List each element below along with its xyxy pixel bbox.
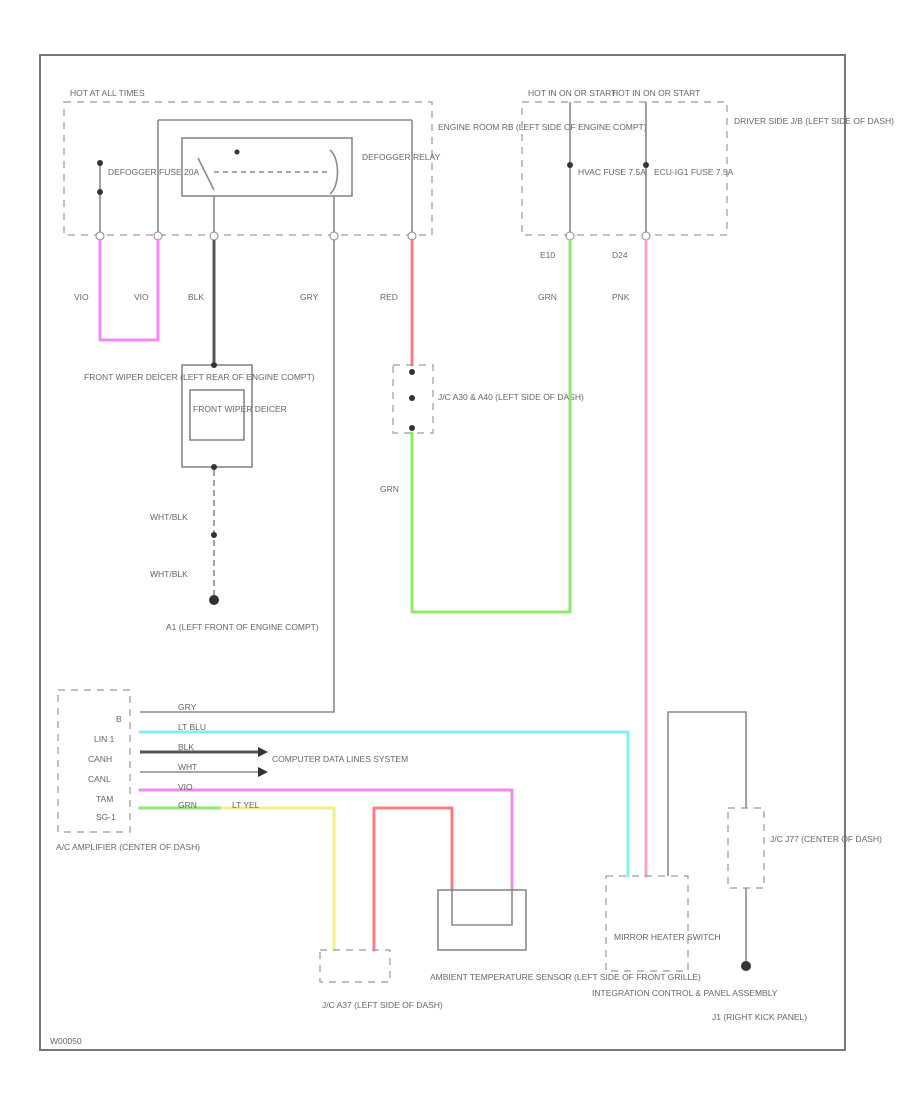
front-wiper-deicer-box-label: FRONT WIPER DEICER [193,404,287,414]
jc-top-pin-2 [409,395,415,401]
wire-label-w10: WHT/BLK [150,569,188,579]
wire-label-w2: VIO [134,292,149,302]
diagram-code: W00050 [50,1036,82,1046]
ecu-ig1-fuse-icon [643,162,649,168]
ambient-sensor-box [437,889,527,951]
ac-amplifier-box [57,689,131,833]
jc-j77-label: J/C J77 (CENTER OF DASH) [770,834,882,844]
jc-j77-box [727,807,765,889]
wire-label-w7: PNK [612,292,630,302]
amp-wire-vio: VIO [178,782,193,792]
wire-label-w6: GRN [538,292,557,302]
a1-ground-icon [209,595,219,605]
wire-label-w8: GRN [380,484,399,494]
jc-a37-box [319,949,391,983]
rb-terminal-3 [209,231,219,241]
computer-data-lines-label: COMPUTER DATA LINES SYSTEM [272,754,408,764]
driver-side-jb-label: DRIVER SIDE J/B (LEFT SIDE OF DASH) [734,116,894,126]
a1-ground-label: A1 (LEFT FRONT OF ENGINE COMPT) [166,622,319,632]
defogger-fuse-label: DEFOGGER FUSE 20A [108,167,199,177]
deicer-terminal-bottom [211,464,217,470]
jc-top-label: J/C A30 & A40 (LEFT SIDE OF DASH) [438,392,584,402]
wire-label-w3: BLK [188,292,204,302]
amp-pin-canh: CANH [88,754,112,764]
hot-in-on-label: HOT IN ON OR START [612,88,700,98]
jc-top-pin-3 [409,425,415,431]
pin-d24: D24 [612,250,628,260]
amp-pin-b: B [116,714,122,724]
amp-wire-wht: WHT [178,762,197,772]
defogger-relay-box [181,137,353,197]
deicer-terminal-top [211,362,217,368]
front-wiper-deicer-element [189,389,245,441]
red-sensor-wire [372,806,454,952]
amp-pin-tam: TAM [96,794,113,804]
wire-label-w4: GRY [300,292,319,302]
jc-a37-label: J/C A37 (LEFT SIDE OF DASH) [322,1000,443,1010]
hvac-fuse-icon [567,162,573,168]
ac-amplifier-label: A/C AMPLIFIER (CENTER OF DASH) [56,842,200,852]
canl-arrow-icon [258,767,268,777]
hvac-fuse-label: HVAC FUSE 7.5A [578,167,646,177]
amp-wire-gry: GRY [178,702,197,712]
ecu-ig1-fuse-label: ECU-IG1 FUSE 7.5A [654,167,734,177]
lt-blu-wire [138,730,630,878]
amp-pin-sg: SG-1 [96,812,116,822]
amp-wire-blk: BLK [178,742,194,752]
panel-gnd-wire [667,711,747,876]
jc-top-box [392,364,434,434]
splice-dot [211,532,217,538]
integration-panel-box [605,875,689,972]
defogger-fuse-icon [97,160,103,166]
j1-ground-label: J1 (RIGHT KICK PANEL) [712,1012,807,1022]
integration-panel-label: INTEGRATION CONTROL & PANEL ASSEMBLY [592,988,778,998]
rb-terminal-4 [329,231,339,241]
vio-tam-wire [138,788,514,892]
amp-wire-grn: GRN [178,800,197,810]
defogger-relay-label: DEFOGGER RELAY [362,152,441,162]
amp-pin-canl: CANL [88,774,111,784]
jc-top-pin-1 [409,369,415,375]
green-wire [410,238,572,614]
amp-wire-ltyel: LT YEL [232,800,260,810]
wire-label-w5: RED [380,292,398,302]
engine-room-rb-label: ENGINE ROOM RB (LEFT SIDE OF ENGINE COMP… [438,122,647,132]
lt-yel-wire [220,806,336,952]
j1-ground-icon [741,961,751,971]
relay-coil-icon [329,149,339,195]
wire-label-w1: VIO [74,292,89,302]
defogger-fuse-terminal [97,189,103,195]
wire-label-w9: WHT/BLK [150,512,188,522]
front-wiper-deicer-label: FRONT WIPER DEICER (LEFT REAR OF ENGINE … [84,372,315,382]
relay-switch-icon [197,157,215,191]
magenta-loop-wire [98,238,160,342]
ambient-sensor-thermistor-icon [451,890,513,926]
pin-e10: E10 [540,250,555,260]
hot-at-all-times-label: HOT AT ALL TIMES [70,88,145,98]
hot-in-on-or-start-label: HOT IN ON OR START [528,88,616,98]
amp-wire-ltblu: LT BLU [178,722,206,732]
amp-pin-lin1: LIN 1 [94,734,115,744]
gry-wire [140,240,335,713]
ambient-sensor-label: AMBIENT TEMPERATURE SENSOR (LEFT SIDE OF… [430,972,701,982]
relay-contact-1 [234,149,240,155]
engine-room-rb-box [63,101,433,236]
canh-arrow-icon [258,747,268,757]
diagram-frame [39,54,846,1051]
mirror-heater-switch-label: MIRROR HEATER SWITCH [614,932,721,942]
